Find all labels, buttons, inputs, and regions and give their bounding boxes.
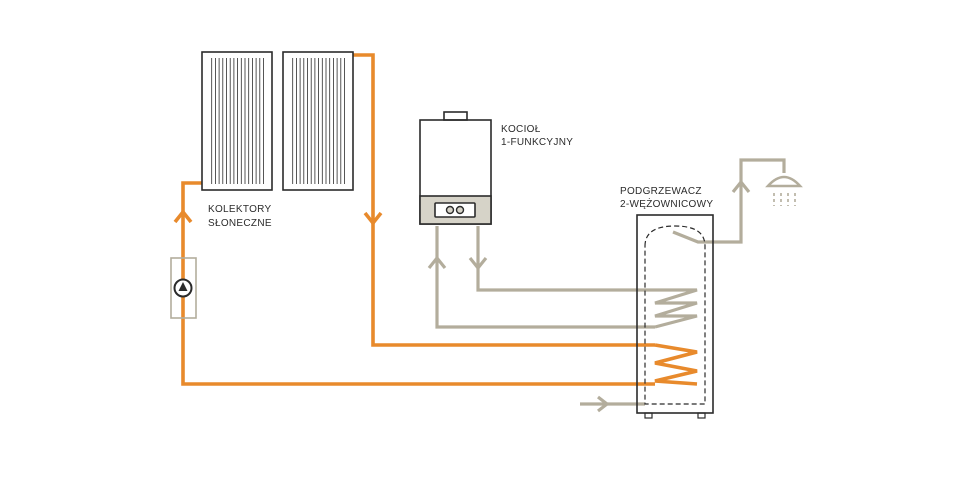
flow-arrow-icon	[731, 179, 751, 193]
upper-coil	[654, 288, 698, 329]
collectors-label-line2: SŁONECZNE	[208, 218, 272, 229]
boiler-label-line2: 1-FUNKCYJNY	[501, 137, 573, 148]
flow-arrow-icon	[597, 395, 610, 413]
tank-insulation	[644, 225, 706, 405]
boiler-loop-arrows	[427, 179, 751, 413]
shower-head-icon	[765, 175, 803, 206]
heater-label-line1: PODGRZEWACZ	[620, 186, 702, 197]
solar-supply-pipe	[353, 53, 655, 347]
flow-arrow-icon	[468, 257, 488, 271]
hot-water-outlet	[672, 158, 786, 244]
boiler-pipe-right	[476, 226, 655, 292]
circulation-pump-icon	[170, 257, 197, 319]
lower-coil	[654, 343, 698, 386]
solar-loop-arrows	[173, 209, 383, 226]
flow-arrow-icon	[427, 255, 447, 269]
boiler-label-line1: KOCIOŁ	[501, 124, 541, 135]
flow-arrow-icon	[173, 209, 193, 224]
boiler-display	[434, 202, 476, 218]
heater-label-line2: 2-WĘŻOWNICOWY	[620, 197, 713, 210]
solar-collector-icon	[201, 51, 354, 191]
tank-foot-left	[644, 412, 653, 419]
tank-shell	[636, 214, 714, 414]
boiler-pipe-left	[435, 226, 655, 329]
solar-collector-1	[201, 51, 273, 191]
flow-arrow-icon	[363, 211, 383, 226]
tank-foot-right	[697, 412, 706, 419]
collector-fins	[211, 58, 345, 184]
solar-collector-2	[282, 51, 354, 191]
collectors-label-line1: KOLEKTORY	[208, 204, 271, 215]
gas-boiler-icon	[419, 111, 492, 225]
hot-water-tank-icon	[636, 214, 714, 419]
boiler-flue	[443, 111, 468, 121]
